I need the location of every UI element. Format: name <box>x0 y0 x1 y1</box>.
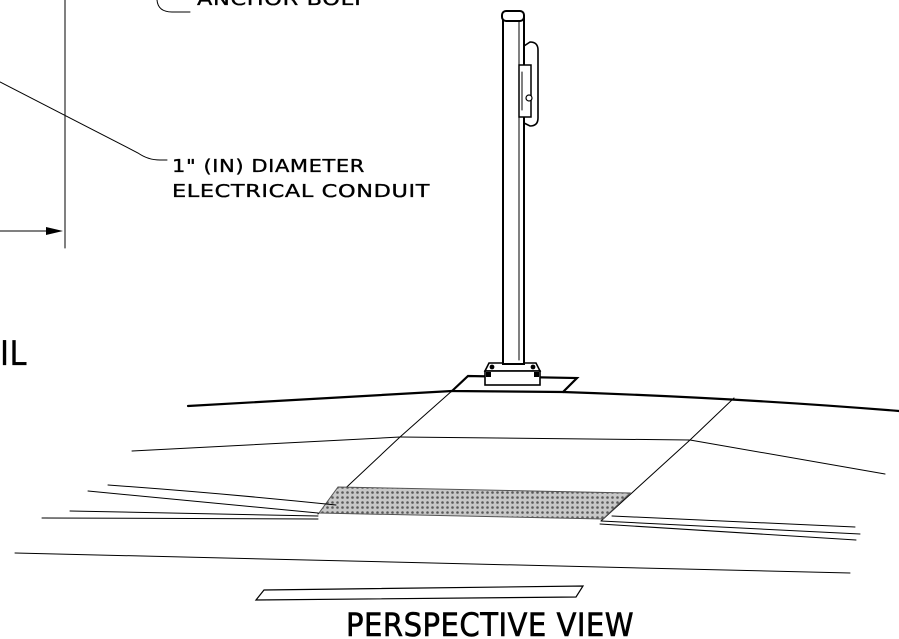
curb-line-right-3 <box>599 523 857 541</box>
ground-line-left <box>186 389 454 408</box>
curb-line-left-2 <box>87 490 319 514</box>
conduit-callout-line1: 1" (IN) DIAMETER <box>172 156 365 177</box>
conduit-callout-line2: ELECTRICAL CONDUIT <box>172 181 431 202</box>
curb-line-right-1 <box>611 515 856 528</box>
ground-line-right <box>561 390 899 413</box>
sidewalk-edge-left <box>131 436 401 452</box>
pole-base-front <box>484 370 541 386</box>
anchor-bolt-front-left <box>486 372 491 377</box>
pole-cap <box>501 10 525 22</box>
left-label-fragment: IL <box>0 334 27 374</box>
push-button-plate <box>518 64 532 118</box>
curb-line-left-4 <box>41 517 319 520</box>
ramp-right-edge <box>600 397 735 522</box>
anchor-bolt-left <box>489 364 495 370</box>
stop-bar-marking <box>254 585 585 601</box>
tactile-warning-surface <box>318 486 632 520</box>
view-title: PERSPECTIVE VIEW <box>346 606 634 639</box>
curb-line-right-2 <box>600 520 861 535</box>
push-button-icon <box>525 94 533 102</box>
gutter-line <box>14 552 851 574</box>
sidewalk-edge-right <box>689 439 886 475</box>
curb-line-left-3 <box>69 510 319 517</box>
anchor-bolt-leader <box>156 0 191 13</box>
curb-line-left-1 <box>107 484 337 506</box>
anchor-bolt-callout: ANCHOR BOLT <box>197 0 366 10</box>
dimension-arrowhead <box>46 227 63 235</box>
anchor-bolt-right <box>530 364 536 370</box>
conduit-leader <box>0 81 168 161</box>
anchor-bolt-front-right <box>534 372 539 377</box>
push-button-housing <box>523 41 539 127</box>
ramp-break-line <box>399 436 691 441</box>
